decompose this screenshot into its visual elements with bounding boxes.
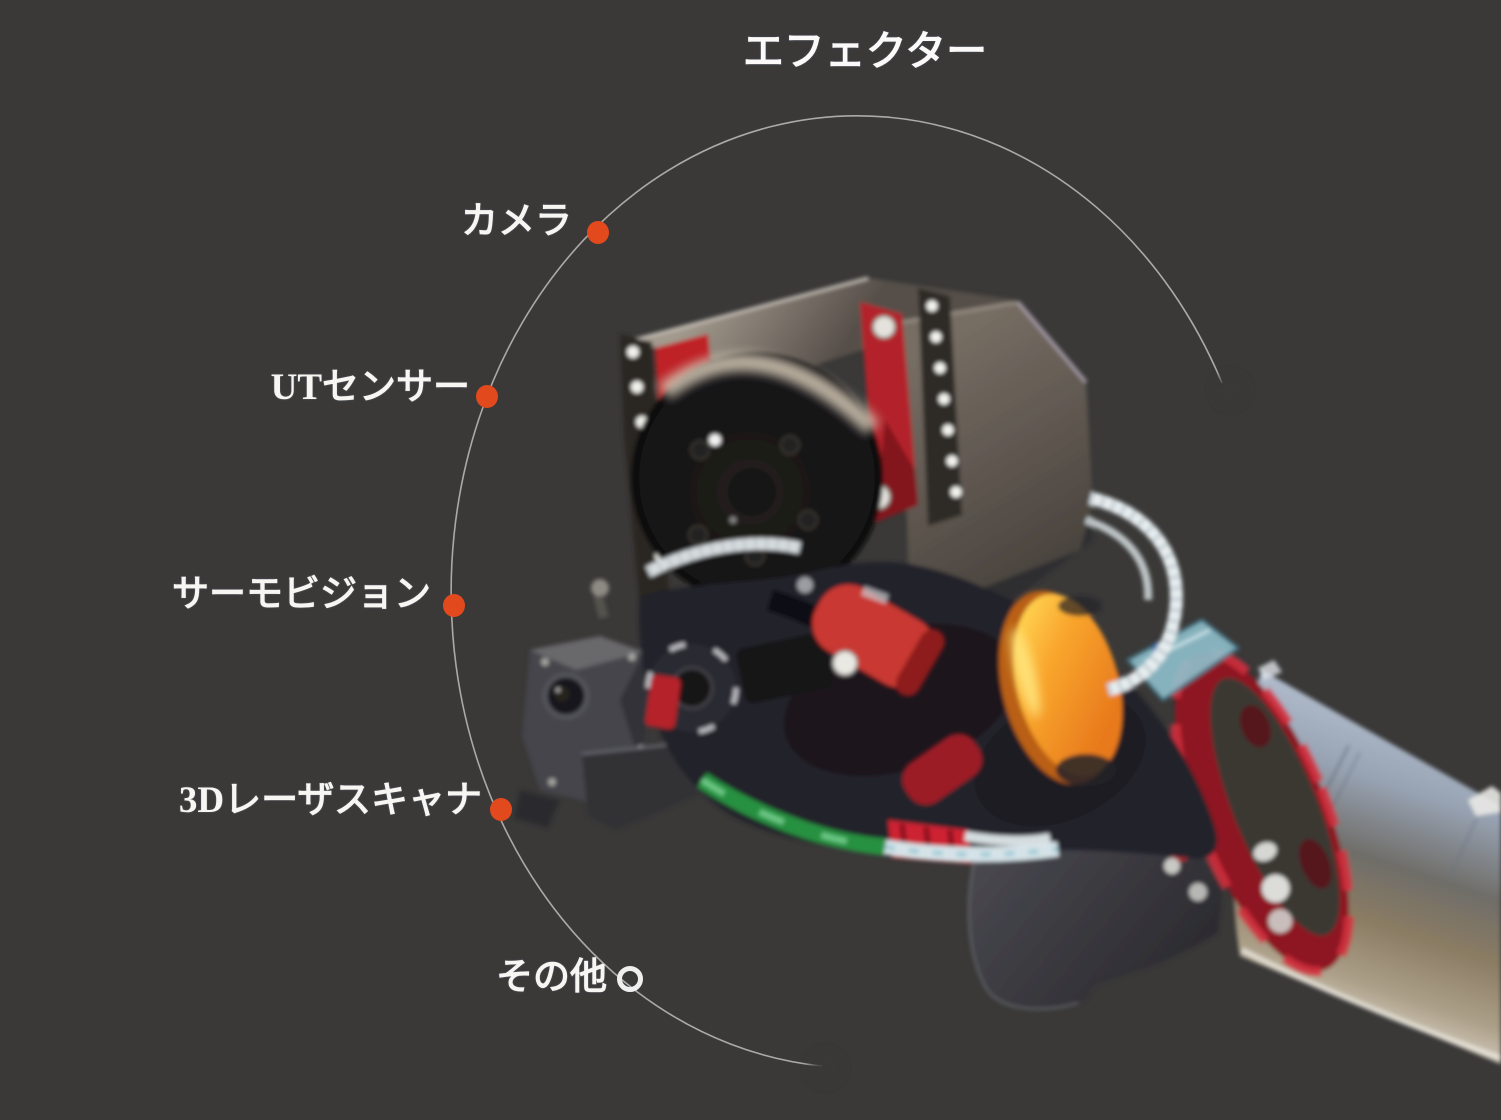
side-camera-box — [514, 636, 704, 830]
arm-flange-ring — [1169, 647, 1355, 977]
marker-thermo-vision — [443, 594, 465, 617]
cables — [645, 537, 1060, 862]
orange-disc — [998, 590, 1123, 785]
head-top-plate — [626, 278, 1015, 374]
effector-photo — [514, 276, 1501, 1064]
marker-others — [617, 966, 643, 992]
guide-ellipse-arc — [450, 115, 1223, 1067]
label-ut-sensor: UTセンサー — [270, 367, 470, 408]
label-others: その他 — [496, 957, 607, 998]
diagram-title: エフェクター — [742, 28, 988, 74]
label-camera: カメラ — [461, 201, 572, 242]
central-machinery — [639, 562, 1217, 864]
camera-lens — [631, 352, 883, 604]
label-thermo-vision: サーモビジョン — [172, 574, 431, 615]
arc-fade — [810, 374, 1246, 1084]
label-3d-laser: 3Dレーザスキャナ — [178, 780, 482, 821]
marker-3d-laser — [490, 798, 512, 821]
led-bar-right — [918, 288, 962, 526]
marker-camera — [587, 221, 609, 244]
cable-loop — [1084, 491, 1183, 697]
bottom-housing — [968, 835, 1225, 1009]
marker-ut-sensor — [476, 385, 498, 408]
